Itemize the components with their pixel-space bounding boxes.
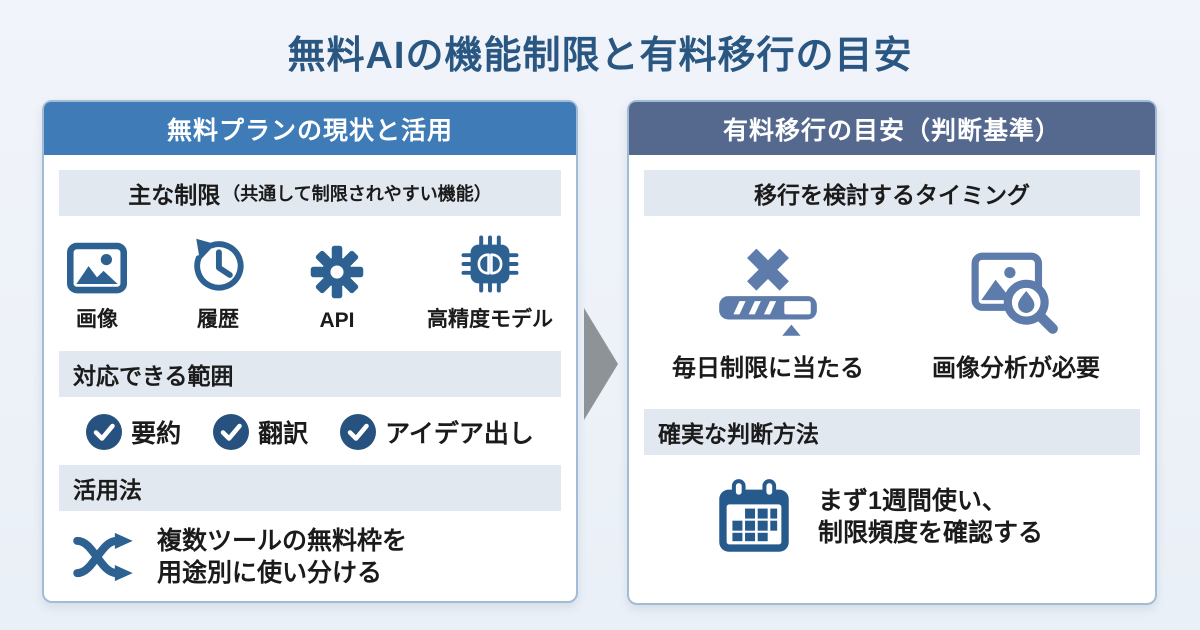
timing-item-label: 画像分析が必要 xyxy=(932,355,1100,382)
timing-row: 毎日制限に当たる 画像分析が必要 xyxy=(644,216,1140,383)
judgement-row: まず1週間使い、 制限頻度を確認する xyxy=(644,455,1140,557)
check-icon xyxy=(86,414,123,450)
limit-item-model: 高精度モデル xyxy=(427,234,553,333)
gear-icon xyxy=(309,240,365,300)
page-title: 無料AIの機能制限と有料移行の目安 xyxy=(287,35,913,77)
limit-item-history: 履歴 xyxy=(189,234,247,333)
limit-item-label: 画像 xyxy=(76,308,118,331)
usage-tip-line1: 複数ツールの無料枠を xyxy=(157,527,408,555)
scope-item-label: アイデア出し xyxy=(385,420,534,448)
limit-reached-icon xyxy=(711,236,825,336)
timing-item-image-analysis: 画像分析が必要 xyxy=(892,236,1140,383)
paid-migration-panel: 有料移行の目安（判断基準） 移行を検討するタイミング xyxy=(627,100,1157,605)
scope-item-translate: 翻訳 xyxy=(213,414,308,450)
usage-section-heading: 活用法 xyxy=(59,465,561,511)
timing-item-label: 毎日制限に当たる xyxy=(672,355,864,382)
history-icon xyxy=(189,234,247,294)
limit-item-api: API xyxy=(309,240,365,333)
limit-item-label: 高精度モデル xyxy=(427,308,553,331)
paid-migration-panel-header: 有料移行の目安（判断基準） xyxy=(629,102,1155,155)
image-analysis-icon xyxy=(969,236,1063,336)
judgement-tip-line1: まず1週間使い、 xyxy=(818,487,1007,515)
scope-item-label: 要約 xyxy=(131,420,182,448)
scope-section-heading: 対応できる範囲 xyxy=(59,351,561,397)
usage-tip-text: 複数ツールの無料枠を 用途別に使い分ける xyxy=(157,525,407,589)
timing-section-heading: 移行を検討するタイミング xyxy=(644,170,1140,216)
check-icon xyxy=(340,414,377,450)
calendar-icon xyxy=(714,477,794,557)
scope-item-ideas: アイデア出し xyxy=(340,414,534,450)
timing-item-daily-limit: 毎日制限に当たる xyxy=(644,236,892,383)
judgement-tip-text: まず1週間使い、 制限頻度を確認する xyxy=(818,485,1043,549)
scope-row: 要約 翻訳 xyxy=(59,397,561,450)
chip-brain-icon xyxy=(460,234,520,294)
usage-tip-line2: 用途別に使い分ける xyxy=(157,559,383,587)
scope-item-summary: 要約 xyxy=(86,414,181,450)
shuffle-icon xyxy=(71,528,139,586)
usage-row: 複数ツールの無料枠を 用途別に使い分ける xyxy=(59,511,561,589)
judgement-section-heading: 確実な判断方法 xyxy=(644,409,1140,455)
flow-arrow-icon xyxy=(584,308,618,420)
limit-item-label: 履歴 xyxy=(197,308,239,331)
free-plan-panel-body: 主な制限（共通して制限されやすい機能） 画像 xyxy=(44,155,576,589)
scope-item-label: 翻訳 xyxy=(258,420,309,448)
judgement-tip-line2: 制限頻度を確認する xyxy=(818,519,1044,547)
limit-item-label: API xyxy=(319,309,355,332)
limit-item-image: 画像 xyxy=(67,234,127,333)
limits-heading-note: （共通して制限されやすい機能） xyxy=(222,184,492,204)
limits-heading-text: 主な制限 xyxy=(128,182,221,208)
free-plan-panel: 無料プランの現状と活用 主な制限（共通して制限されやすい機能） 画像 xyxy=(42,100,578,603)
check-icon xyxy=(213,414,250,450)
limits-row: 画像 履歴 xyxy=(59,216,561,333)
paid-migration-panel-body: 移行を検討するタイミング xyxy=(629,155,1155,557)
free-plan-panel-header: 無料プランの現状と活用 xyxy=(44,102,576,155)
image-icon xyxy=(67,234,127,294)
limits-section-heading: 主な制限（共通して制限されやすい機能） xyxy=(59,170,561,216)
